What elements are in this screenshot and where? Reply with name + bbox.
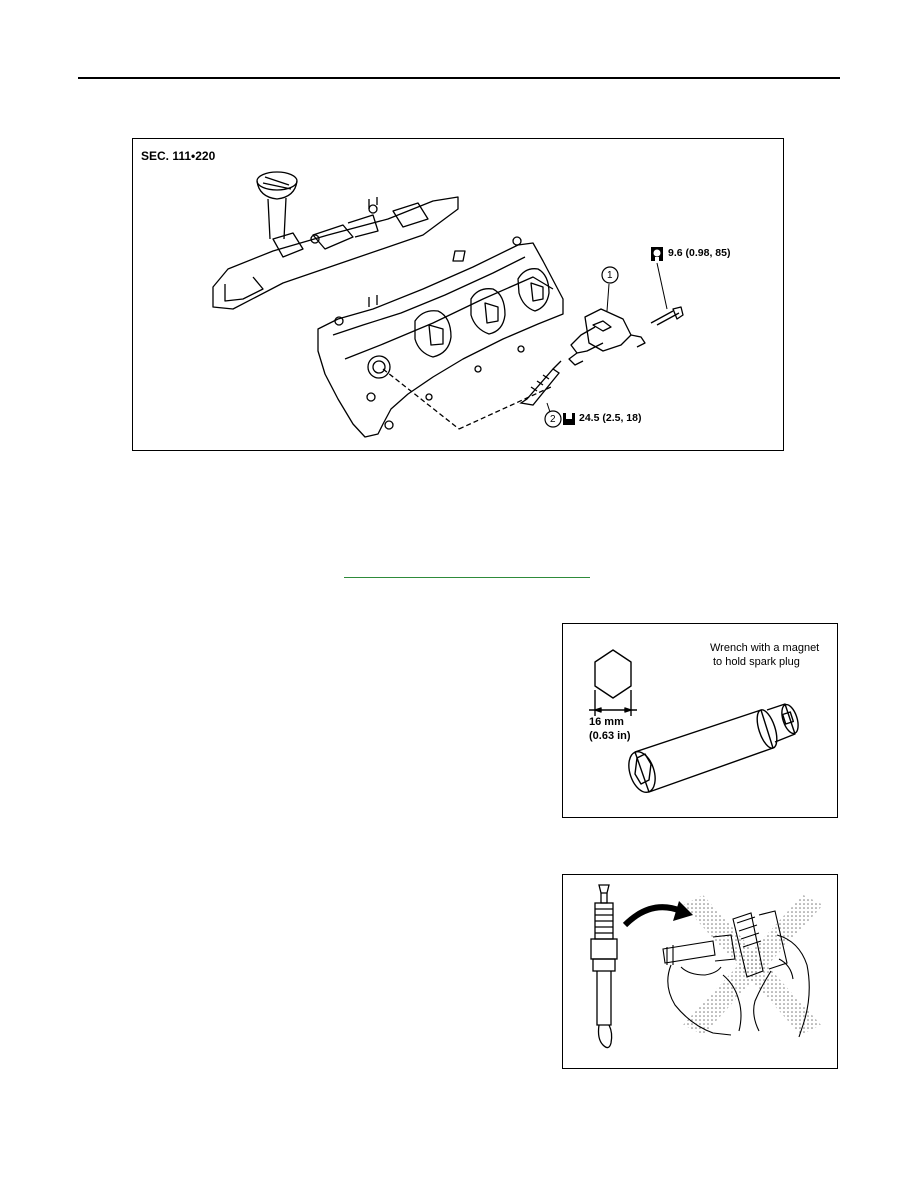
torque-wrench-icon: [651, 247, 663, 261]
spark-plug-handling-figure: [562, 874, 838, 1069]
section-label: SEC. 111•220: [141, 149, 216, 163]
socket-torque-icon: [563, 413, 575, 425]
wrench-caption-line2: to hold spark plug: [713, 656, 800, 668]
callout-2-number: 2: [550, 414, 556, 425]
ignition-coil-exploded-figure: SEC. 111•220: [132, 138, 784, 451]
spark-plug-wrench-figure: Wrench with a magnet to hold spark plug …: [562, 623, 838, 818]
cross-out-icon: [683, 895, 823, 1035]
header-rule: [78, 77, 840, 79]
wrench-size-in: (0.63 in): [589, 730, 631, 742]
spark-plug-torque-label: 24.5 (2.5, 18): [579, 412, 642, 424]
reference-link[interactable]: [344, 577, 590, 578]
coil-bolt-torque-label: 9.6 (0.98, 85): [668, 247, 731, 259]
wrench-caption-line1: Wrench with a magnet: [710, 642, 820, 654]
wrench-size-mm: 16 mm: [589, 716, 624, 728]
wrench-drawing: [589, 649, 799, 794]
rocker-cover-drawing: [212, 171, 684, 438]
spark-plug-icon: [590, 884, 618, 1049]
callout-2-marker: [544, 410, 562, 428]
callout-1-marker: [601, 266, 619, 284]
spark-plug-drawing: [590, 884, 823, 1049]
callout-1-number: 1: [607, 270, 613, 281]
